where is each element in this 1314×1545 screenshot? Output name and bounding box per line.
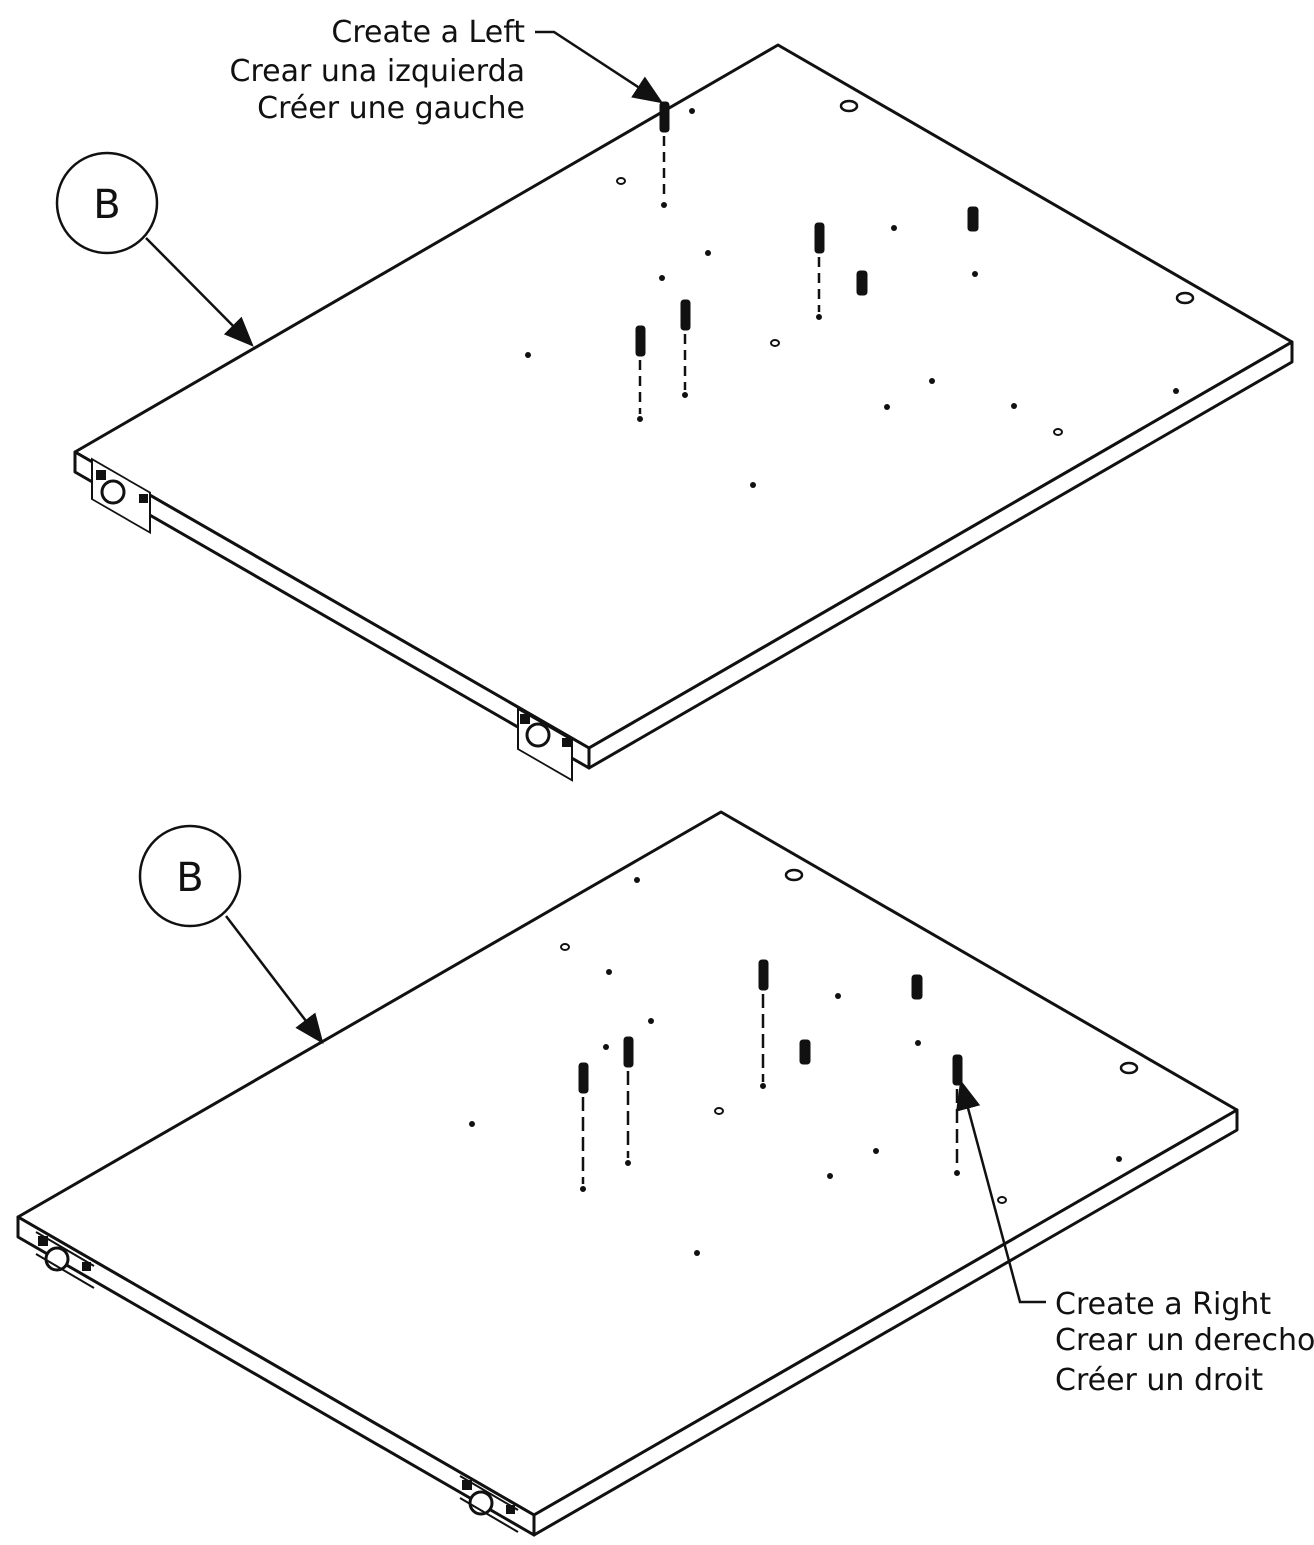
part-letter: B bbox=[93, 182, 120, 228]
holes bbox=[469, 868, 1139, 1256]
callout-line: Create a Right bbox=[1055, 1287, 1271, 1322]
part-letter: B bbox=[176, 855, 203, 901]
holes bbox=[525, 99, 1195, 488]
cam-fitting bbox=[91, 457, 151, 535]
dowels bbox=[635, 101, 979, 422]
part-balloon: B bbox=[55, 151, 254, 347]
panel-left bbox=[73, 43, 1294, 782]
callout-line: Créer une gauche bbox=[257, 91, 525, 126]
panel-left-side-edge bbox=[587, 340, 1294, 770]
cam-fitting bbox=[35, 1231, 95, 1289]
panel-right-side-edge bbox=[532, 1108, 1239, 1537]
cam-fitting bbox=[517, 707, 573, 782]
callout-right: Create a Right Crear un derecho Créer un… bbox=[956, 1079, 1314, 1398]
callout-line: Crear un derecho bbox=[1055, 1323, 1314, 1358]
part-balloon: B bbox=[138, 824, 324, 1044]
callout-line: Crear una izquierda bbox=[230, 54, 525, 89]
callout-line: Créer un droit bbox=[1055, 1363, 1263, 1398]
cam-fitting bbox=[459, 1475, 519, 1533]
callout-line: Create a Left bbox=[331, 15, 525, 50]
callout-left: Create a Left Crear una izquierda Créer … bbox=[230, 15, 664, 126]
panel-right bbox=[16, 810, 1239, 1537]
